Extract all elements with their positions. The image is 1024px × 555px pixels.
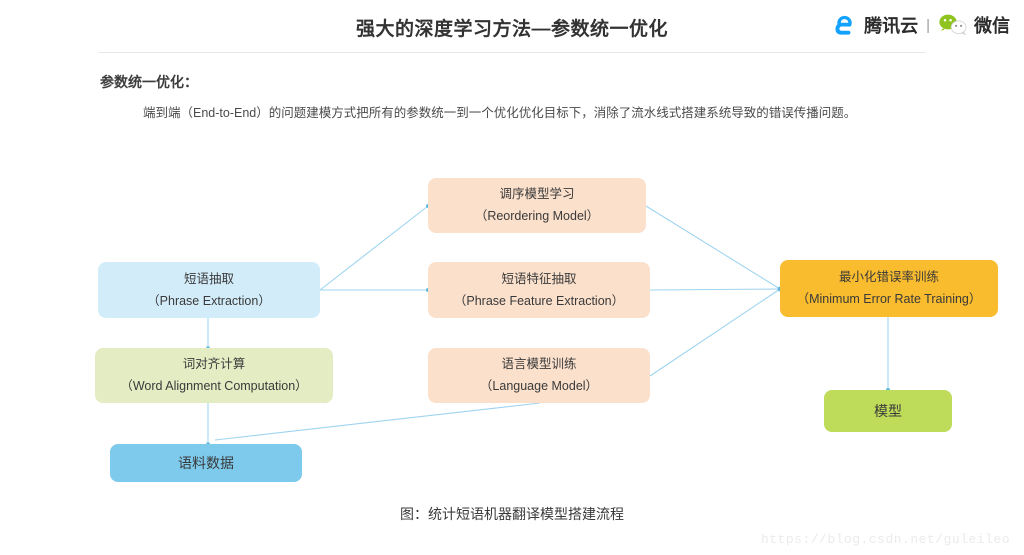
node-label-cn: 短语抽取 (183, 271, 234, 286)
node-label-cn: 调序模型学习 (499, 187, 575, 201)
node-label-cn: 模型 (874, 402, 902, 419)
node-label-en: （Word Alignment Computation） (120, 379, 308, 393)
node-label-en: （Phrase Feature Extraction） (453, 293, 625, 308)
node-minimum-error-rate-training[interactable]: 最小化错误率训练 （Minimum Error Rate Training） (780, 260, 998, 317)
node-label-cn: 最小化错误率训练 (838, 270, 939, 284)
page-header: 强大的深度学习方法—参数统一优化 腾讯云 | 微信 (0, 0, 1024, 53)
node-label-cn: 语料数据 (178, 454, 234, 471)
node-model[interactable]: 模型 (824, 390, 952, 432)
node-reordering-model[interactable]: 调序模型学习 （Reordering Model） (428, 178, 646, 233)
figure-caption: 图：统计短语机器翻译模型搭建流程 (400, 506, 624, 522)
node-label-en: （Language Model） (479, 379, 599, 393)
node-label-en: （Phrase Extraction） (147, 293, 271, 308)
node-language-model[interactable]: 语言模型训练 （Language Model） (428, 348, 650, 403)
node-phrase-extraction[interactable]: 短语抽取 （Phrase Extraction） (98, 262, 320, 318)
node-corpus-data[interactable]: 语料数据 (110, 444, 302, 482)
section-heading: 参数统一优化： (100, 74, 198, 90)
node-label-cn: 语言模型训练 (501, 357, 577, 371)
brand-bar: 腾讯云 | 微信 (832, 10, 1010, 40)
wechat-label: 微信 (974, 16, 1010, 36)
header-divider (98, 52, 926, 53)
tencent-cloud-label: 腾讯云 (864, 16, 919, 36)
tencent-cloud-logo-icon (832, 14, 858, 36)
node-phrase-feature-extraction[interactable]: 短语特征抽取 （Phrase Feature Extraction） (428, 262, 650, 318)
node-label-cn: 词对齐计算 (182, 357, 246, 371)
section-paragraph: 端到端（End-to-End）的问题建模方式把所有的参数统一到一个优化优化目标下… (143, 106, 857, 120)
flow-diagram: 调序模型学习 （Reordering Model） 短语抽取 （Phrase E… (0, 150, 1024, 510)
wechat-logo-icon (938, 13, 968, 37)
brand-separator: | (926, 16, 930, 34)
node-label-en: （Minimum Error Rate Training） (796, 292, 982, 306)
node-label-en: （Reordering Model） (474, 209, 600, 223)
node-label-cn: 短语特征抽取 (501, 271, 577, 286)
page-title: 强大的深度学习方法—参数统一优化 (355, 19, 668, 40)
watermark: https://blog.csdn.net/guleileo (760, 532, 1010, 547)
node-word-alignment-computation[interactable]: 词对齐计算 （Word Alignment Computation） (95, 348, 333, 403)
